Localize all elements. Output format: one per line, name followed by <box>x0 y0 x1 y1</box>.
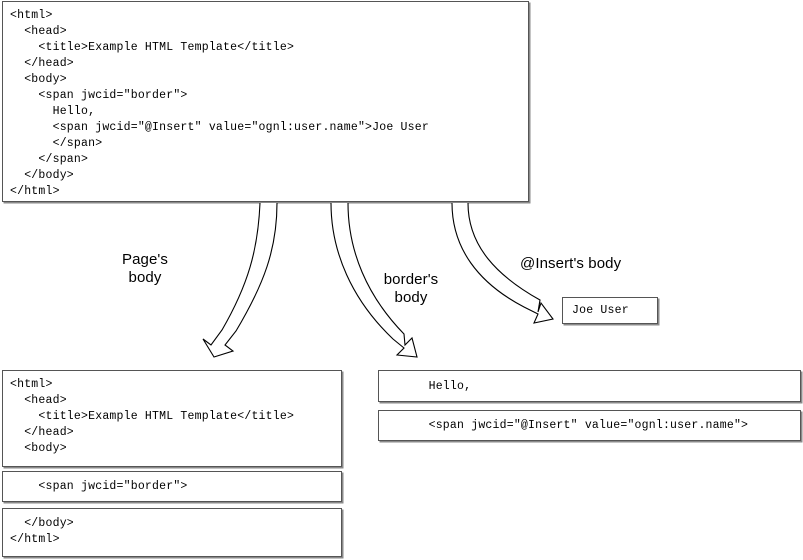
arrow-page-body <box>202 202 278 358</box>
label-page-body: Page's body <box>122 251 168 286</box>
page-fragment-close-code: </body> </html> <box>10 517 74 546</box>
label-border-body: border's body <box>383 271 439 306</box>
label-insert-body: @Insert's body <box>520 255 622 272</box>
page-fragment-border-open-box: <span jwcid="border"> <box>2 471 342 502</box>
page-fragment-head-box: <html> <head> <title>Example HTML Templa… <box>2 370 342 467</box>
source-template-box: <html> <head> <title>Example HTML Templa… <box>2 1 529 202</box>
page-fragment-border-open-code: <span jwcid="border"> <box>10 480 188 493</box>
source-template-code: <html> <head> <title>Example HTML Templa… <box>10 9 429 198</box>
border-fragment-insert-code: <span jwcid="@Insert" value="ognl:user.n… <box>386 419 749 432</box>
page-fragment-head-code: <html> <head> <title>Example HTML Templa… <box>10 378 295 455</box>
border-fragment-insert-box: <span jwcid="@Insert" value="ognl:user.n… <box>378 410 801 441</box>
joe-user-output-text: Joe User <box>572 304 629 317</box>
border-fragment-hello-code: Hello, <box>386 380 472 393</box>
joe-user-output-box: Joe User <box>562 297 658 324</box>
border-fragment-hello-box: Hello, <box>378 370 801 402</box>
page-fragment-close-box: </body> </html> <box>2 508 342 557</box>
